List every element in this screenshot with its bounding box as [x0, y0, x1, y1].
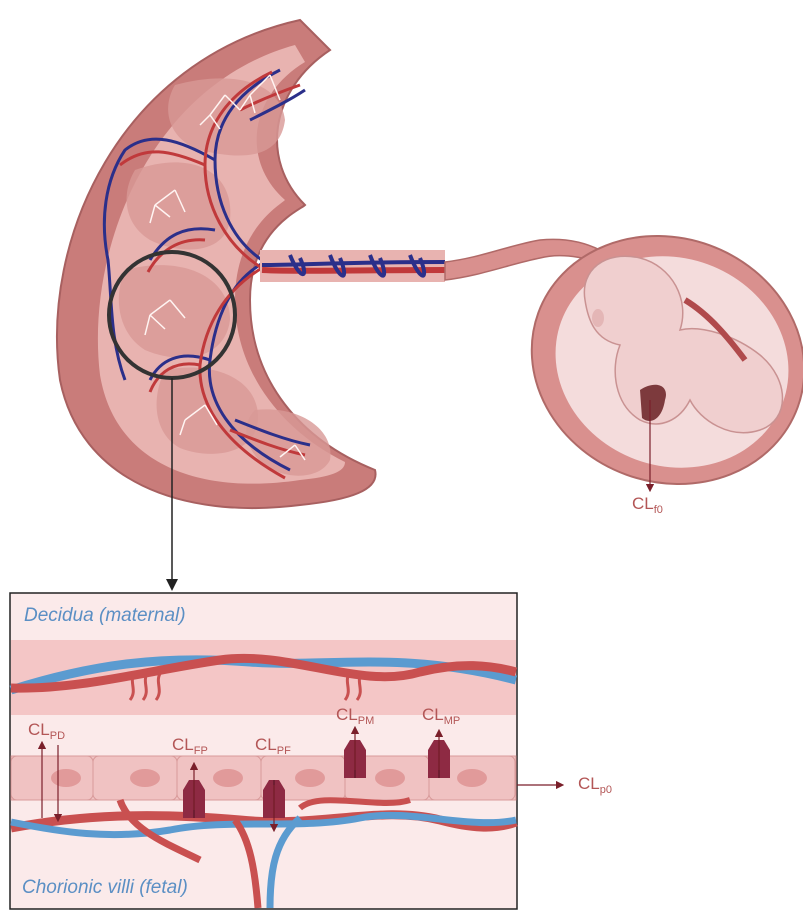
chorionic-villi-label: Chorionic villi (fetal): [22, 877, 188, 899]
placenta: [57, 20, 445, 585]
decidua-label: Decidua (maternal): [24, 605, 186, 627]
fetus-ear: [592, 309, 604, 327]
cl-pf-label: CLPF: [255, 736, 291, 753]
cl-f0-label: CLf0: [632, 495, 663, 512]
cl-fp-label: CLFP: [172, 736, 208, 753]
cl-mp-label: CLMP: [422, 706, 460, 723]
decidua-band: [11, 640, 516, 715]
cl-pm-label: CLPM: [336, 706, 374, 723]
cl-pd-label: CLPD: [28, 721, 65, 738]
cl-p0-label: CLp0: [578, 775, 612, 792]
